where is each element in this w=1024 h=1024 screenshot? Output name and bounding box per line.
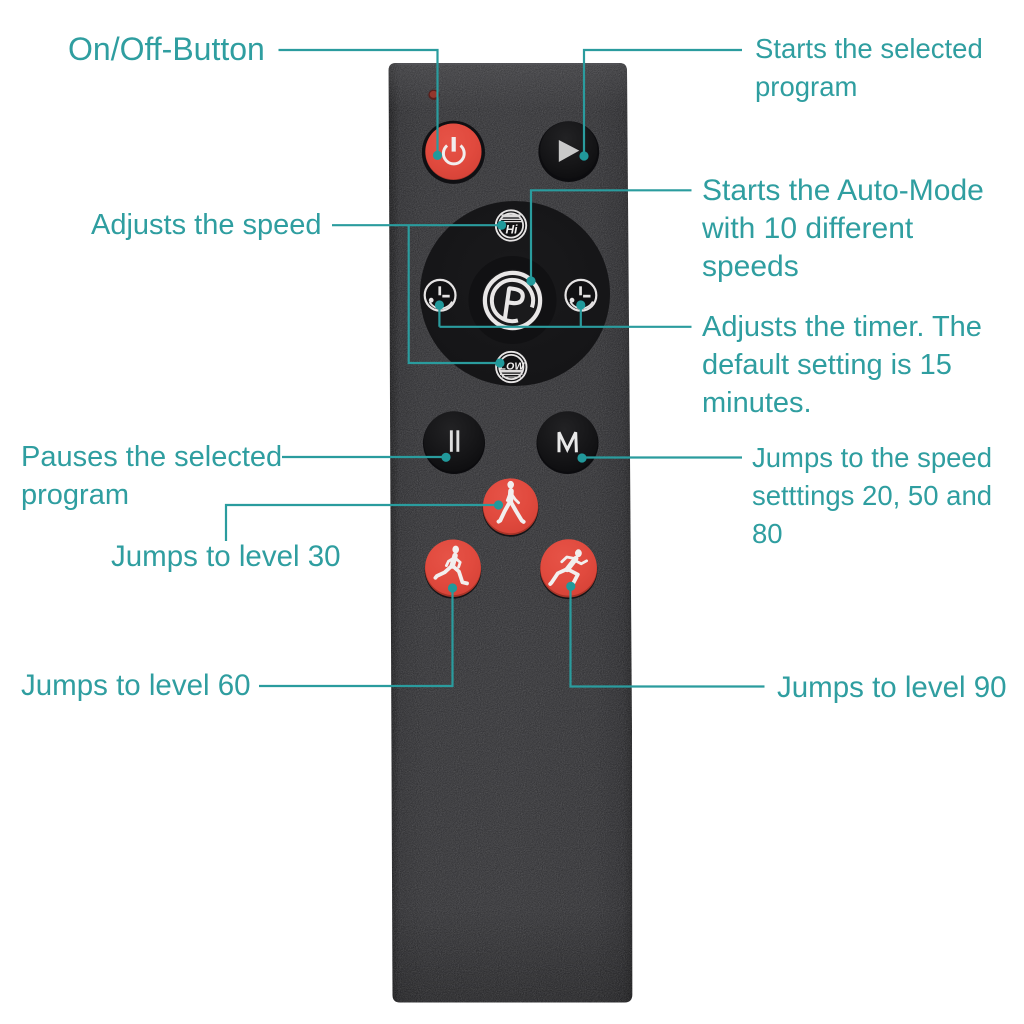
svg-text:Hi: Hi [506, 223, 519, 237]
svg-text:LOW: LOW [500, 360, 526, 372]
